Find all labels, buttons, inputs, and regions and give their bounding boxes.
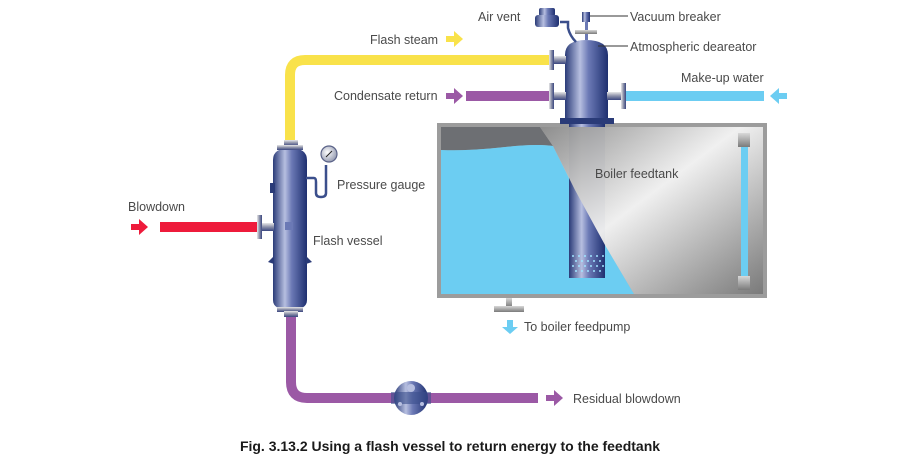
label-pressure-gauge: Pressure gauge <box>337 178 425 192</box>
sparge-holes <box>572 255 604 272</box>
condensate-return-pipe <box>466 91 550 101</box>
gauge-siphon-pipe <box>306 165 328 199</box>
label-make-up-water: Make-up water <box>681 71 764 85</box>
flash-steam-pipe <box>285 55 550 142</box>
blowdown-valve <box>391 381 431 415</box>
tank-cutaway-face <box>540 127 763 294</box>
label-boiler-feedtank: Boiler feedtank <box>595 167 679 181</box>
label-atmospheric-deaerator: Atmospheric deareator <box>630 40 756 54</box>
figure-caption: Fig. 3.13.2 Using a flash vessel to retu… <box>240 438 660 454</box>
tank-air-space <box>441 127 553 151</box>
label-air-vent: Air vent <box>478 10 521 24</box>
label-residual-blowdown: Residual blowdown <box>573 392 681 406</box>
make-up-water-arrow-icon <box>770 88 787 104</box>
level-gauge-glass <box>738 133 750 290</box>
atmospheric-deaerator <box>535 8 628 124</box>
boiler-feedtank: Boiler feedtank <box>437 123 767 298</box>
flash-steam-arrow-icon <box>446 31 463 47</box>
down-arrow-icon <box>502 320 518 334</box>
feedtank-outlet: To boiler feedpump <box>494 298 630 334</box>
label-vacuum-breaker: Vacuum breaker <box>630 10 721 24</box>
residual-blowdown-arrow-icon <box>546 390 563 406</box>
label-flash-steam: Flash steam <box>370 33 438 47</box>
label-flash-vessel: Flash vessel <box>313 234 382 248</box>
make-up-water-pipe <box>626 91 764 101</box>
vacuum-breaker-valve <box>582 12 590 22</box>
label-to-boiler-feedpump: To boiler feedpump <box>524 320 630 334</box>
label-blowdown: Blowdown <box>128 200 185 214</box>
flash-vessel <box>257 140 338 317</box>
blowdown-arrow-icon <box>131 219 148 235</box>
air-vent-valve <box>535 8 559 27</box>
residual-blowdown-pipe <box>286 315 538 403</box>
label-condensate-return: Condensate return <box>334 89 438 103</box>
blowdown-pipe <box>160 222 260 232</box>
condensate-arrow-icon <box>446 88 463 104</box>
